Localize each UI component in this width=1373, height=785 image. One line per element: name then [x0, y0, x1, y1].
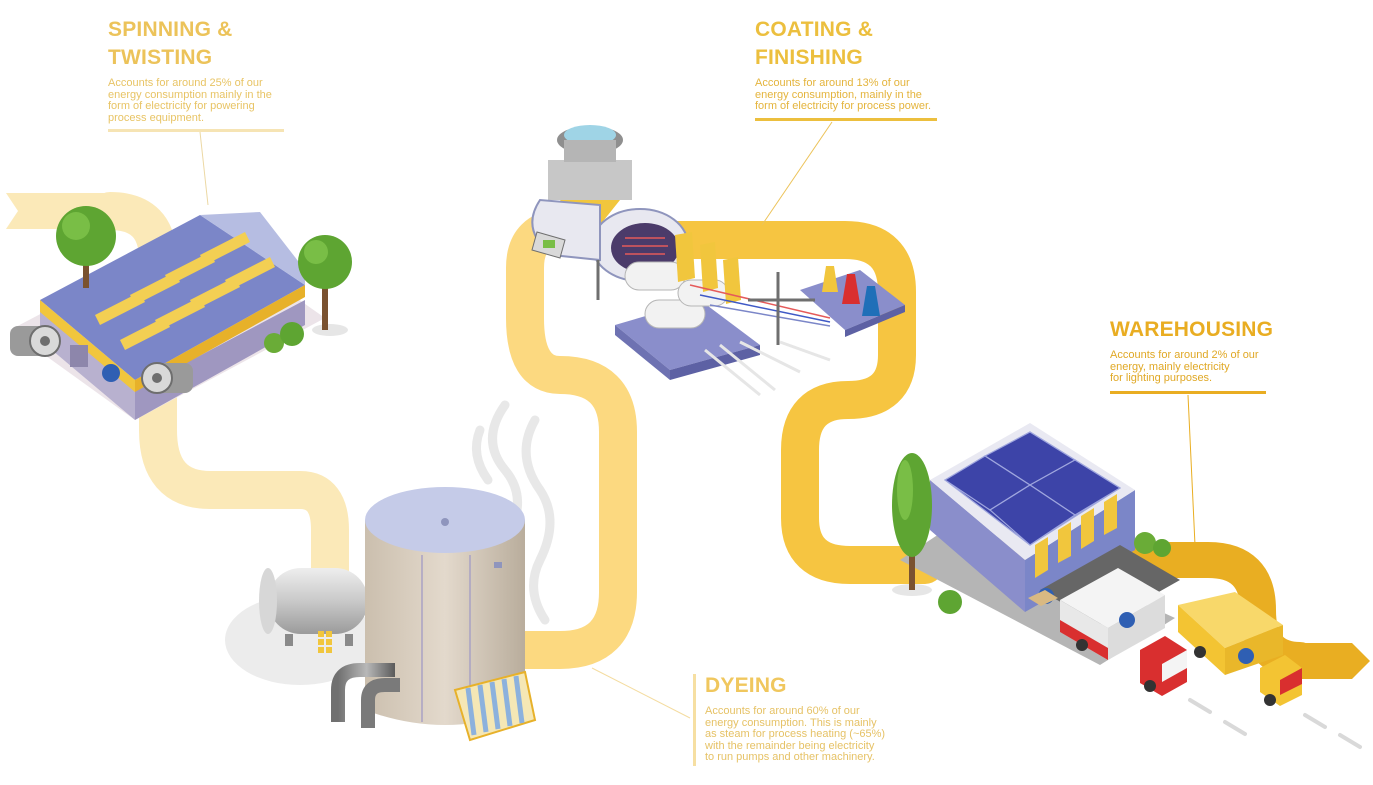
thread-cones: [822, 266, 880, 316]
callout-dyeing: DYEING Accounts for around 60% of our en…: [693, 672, 905, 766]
tree-spinning-right: [298, 235, 352, 336]
underline-coating: [755, 118, 937, 121]
coats-logo-badge: [102, 364, 120, 382]
callout-warehousing: WAREHOUSING Accounts for around 2% of ou…: [1110, 316, 1280, 394]
electric-motor-left: [10, 325, 61, 357]
underline-warehousing: [1110, 391, 1266, 394]
heat-exchanger-rack: [453, 670, 537, 742]
bush-warehouse: [938, 532, 1171, 614]
title-coating-finishing: COATING & FINISHING: [755, 18, 874, 69]
callout-coating-finishing: COATING & FINISHING Accounts for around …: [755, 16, 955, 121]
desc-spinning-twisting: Accounts for around 25% of our energy co…: [108, 77, 272, 124]
title-spinning-twisting: SPINNING & TWISTING: [108, 18, 233, 69]
path-end-arrow: [1290, 643, 1370, 679]
underline-spinning: [108, 129, 284, 132]
desc-warehousing: Accounts for around 2% of our energy, ma…: [1110, 349, 1259, 384]
horizontal-gas-tank: [259, 568, 368, 653]
desc-dyeing: Accounts for around 60% of our energy co…: [705, 705, 886, 763]
hopper: [548, 125, 632, 225]
path-segment-dyeing: [481, 209, 637, 669]
title-dyeing: DYEING: [705, 674, 787, 697]
pallet: [1028, 590, 1058, 606]
coating-machine: [531, 125, 905, 397]
tension-frame: [748, 272, 815, 345]
dyeing-plant: [225, 487, 537, 742]
steam-pipes: [331, 663, 400, 728]
electric-motor-right: [141, 362, 193, 394]
oven-drum: [531, 198, 689, 300]
control-panel: [531, 231, 566, 259]
sidebar-rule-dyeing: [693, 674, 696, 766]
boiler-tank: [365, 487, 525, 725]
path-segment-coating: [641, 221, 944, 584]
skylights: [95, 232, 275, 350]
loading-doors: [1035, 494, 1117, 578]
leader-lines: [199, 121, 1196, 719]
title-warehousing: WAREHOUSING: [1110, 318, 1274, 341]
solar-panels: [943, 431, 1122, 546]
tree-warehouse: [892, 453, 932, 596]
tree-spinning-left: [56, 206, 116, 288]
road-markings: [1188, 698, 1362, 749]
spinning-factory: [10, 212, 325, 420]
yellow-truck: [1178, 592, 1302, 706]
white-rails: [704, 340, 831, 397]
desc-coating-finishing: Accounts for around 13% of our energy co…: [755, 77, 932, 112]
yellow-guides: [675, 232, 741, 304]
callout-spinning-twisting: SPINNING & TWISTING Accounts for around …: [108, 16, 298, 132]
bush-spinning: [264, 322, 304, 353]
red-truck: [1060, 568, 1187, 696]
path-segment-spinning: [91, 192, 349, 619]
